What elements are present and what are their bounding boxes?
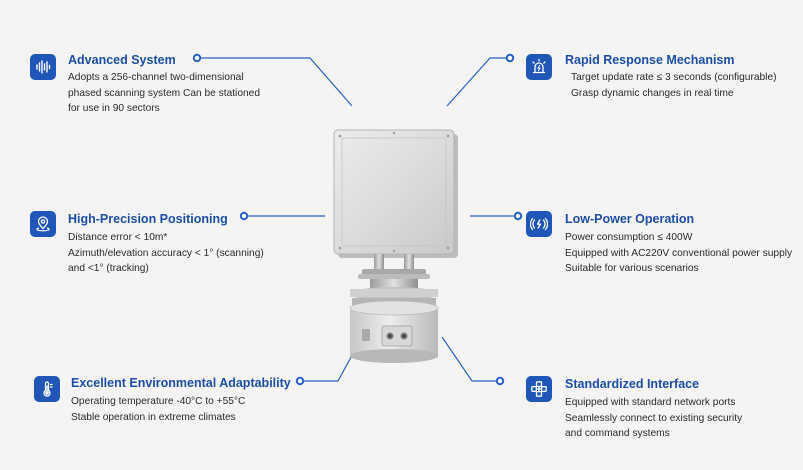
- description-line: Target update rate ≤ 3 seconds (configur…: [571, 72, 777, 83]
- radar-device-image: [333, 129, 458, 363]
- description-line: and <1° (tracking): [68, 263, 149, 274]
- description-line: Seamlessly connect to existing security: [565, 412, 743, 424]
- feature-description: Equipped with standard network ports Sea…: [565, 395, 742, 442]
- feature-title: Rapid Response Mechanism: [565, 53, 735, 67]
- power-signal-icon: [526, 211, 552, 237]
- feature-title: Standardized Interface: [565, 377, 700, 391]
- location-pin-icon: [30, 211, 56, 237]
- feature-title: Excellent Environmental Adaptability: [71, 376, 291, 390]
- description-line: Operating temperature -40°C to +55°C: [71, 396, 246, 407]
- alarm-light-icon: [526, 54, 552, 80]
- network-interface-icon: [526, 376, 552, 402]
- description-line: Equipped with standard network ports: [565, 397, 736, 408]
- feature-description: Distance error < 10m* Azimuth/elevation …: [68, 230, 264, 277]
- feature-description: Power consumption ≤ 400W Equipped with A…: [565, 230, 792, 277]
- feature-description: Adopts a 256-channel two-dimensional pha…: [68, 70, 260, 117]
- description-line: Stable operation in extreme climates: [71, 411, 236, 423]
- description-line: for use in 90 sectors: [68, 103, 160, 114]
- feature-description: Operating temperature -40°C to +55°C Sta…: [71, 394, 245, 425]
- thermometer-icon: [34, 376, 60, 402]
- description-line: Grasp dynamic changes in real time: [571, 87, 734, 99]
- description-line: Power consumption ≤ 400W: [565, 232, 693, 243]
- description-line: Azimuth/elevation accuracy < 1° (scannin…: [68, 247, 264, 259]
- feature-title: Advanced System: [68, 53, 176, 67]
- description-line: and command systems: [565, 428, 670, 439]
- feature-title: High-Precision Positioning: [68, 212, 228, 226]
- sound-wave-icon: [30, 54, 56, 80]
- description-line: Suitable for various scenarios: [565, 263, 699, 274]
- description-line: phased scanning system Can be stationed: [68, 87, 260, 99]
- feature-title: Low-Power Operation: [565, 212, 695, 226]
- description-line: Equipped with AC220V conventional power …: [565, 247, 793, 259]
- description-line: Distance error < 10m*: [68, 232, 168, 243]
- feature-description: Target update rate ≤ 3 seconds (configur…: [571, 70, 777, 101]
- description-line: Adopts a 256-channel two-dimensional: [68, 72, 244, 83]
